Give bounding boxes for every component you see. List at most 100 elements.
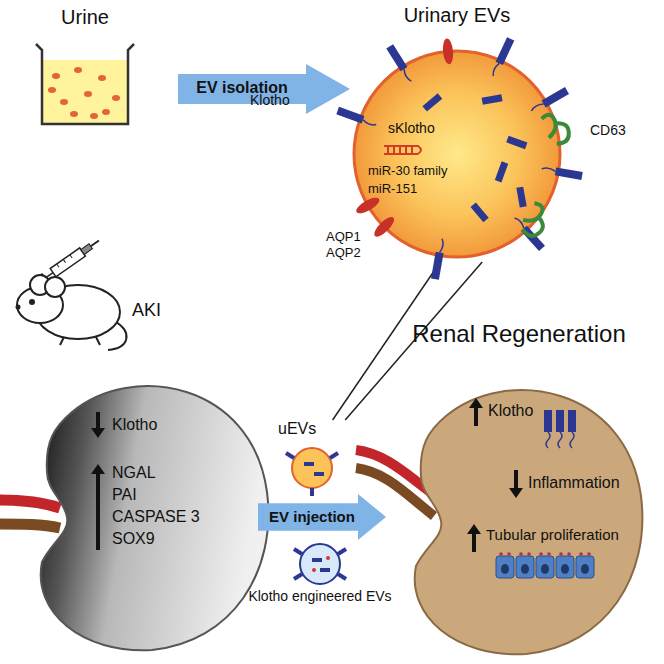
text-label: Urine — [61, 6, 109, 29]
ellipse-shape — [48, 87, 56, 93]
line-shape — [70, 255, 72, 258]
circle-shape — [567, 552, 571, 556]
rect-shape — [422, 93, 442, 111]
ellipse-shape — [442, 38, 454, 65]
line-shape — [544, 91, 567, 105]
text-label: miR-30 family — [368, 164, 447, 179]
circle-shape — [300, 544, 340, 584]
rect-shape — [516, 187, 526, 208]
rect-shape — [506, 136, 527, 149]
line-shape — [310, 488, 314, 496]
circle-shape — [587, 552, 591, 556]
polygon-shape — [258, 494, 386, 540]
polygon-shape — [91, 464, 105, 474]
line-shape — [286, 453, 294, 458]
line-shape — [294, 549, 302, 554]
ellipse-shape — [74, 67, 82, 73]
path-shape — [515, 218, 524, 228]
rect-shape — [471, 202, 489, 222]
ellipse-shape — [60, 99, 68, 105]
ellipse-shape — [84, 91, 92, 97]
path-shape — [36, 44, 134, 124]
line-shape — [294, 574, 302, 579]
circle-shape — [16, 305, 21, 310]
rect-shape — [576, 556, 594, 578]
line-shape — [96, 412, 100, 430]
kidney-shape: Renal RegenerationKlothoInflammationTubu… — [378, 318, 660, 660]
circle-shape — [539, 552, 543, 556]
rect-shape — [495, 161, 508, 182]
path-shape — [0, 524, 60, 528]
path-shape — [41, 386, 269, 650]
part-label: AKI — [132, 300, 161, 321]
path-shape — [440, 239, 443, 253]
text-label: uEVs — [278, 420, 316, 438]
rect-shape — [516, 556, 534, 578]
line-shape — [514, 470, 518, 490]
circle-shape — [547, 552, 551, 556]
line-shape — [57, 264, 59, 267]
part-label: CD63 — [590, 122, 626, 138]
urine-beaker: Urine — [30, 6, 140, 130]
ellipse-shape — [90, 113, 98, 119]
rect-shape — [50, 248, 85, 277]
text-label: Klotho — [112, 416, 157, 434]
path-shape — [558, 432, 562, 448]
polygon-shape — [467, 524, 481, 534]
path-shape — [542, 168, 556, 171]
path-shape — [516, 202, 553, 240]
text-label: Urinary EVs — [404, 4, 511, 27]
line-shape — [63, 259, 65, 262]
circle-shape — [499, 552, 503, 556]
rect-shape — [568, 410, 576, 432]
part-label: AQP1 — [326, 230, 361, 245]
text-label: SOX9 — [112, 530, 155, 548]
circle-shape — [29, 299, 35, 305]
line-shape — [96, 472, 100, 550]
text-label: Inflammation — [528, 474, 620, 492]
line-shape — [555, 171, 582, 176]
ellipse-shape — [52, 73, 60, 79]
rect-shape — [320, 568, 330, 572]
rect-shape — [304, 462, 314, 466]
rect-shape — [556, 556, 574, 578]
part-label: AQP2 — [326, 246, 361, 261]
circle-shape — [519, 552, 523, 556]
circle-shape — [507, 552, 511, 556]
rect-shape — [544, 410, 552, 432]
polygon-shape — [469, 398, 483, 408]
vesicle-circle: Urinary EVssKlothomiR-30 familymiR-151 — [352, 4, 562, 262]
rect-shape — [496, 556, 514, 578]
path-shape — [60, 337, 100, 345]
circle-shape — [579, 552, 583, 556]
rect-shape — [556, 410, 564, 432]
circle-shape — [354, 51, 560, 257]
rect-shape — [482, 94, 503, 104]
ellipse-shape — [98, 75, 106, 81]
text-label: Klotho engineered EVs — [248, 588, 391, 604]
path-shape — [0, 500, 60, 508]
line-shape — [338, 111, 363, 120]
circle-shape — [559, 552, 563, 556]
line-shape — [338, 549, 346, 554]
process-arrow: EV injection — [258, 494, 386, 540]
path-shape — [541, 111, 571, 147]
vesicle-circle: uEVs — [278, 420, 348, 492]
path-shape — [493, 63, 499, 76]
circle-shape — [45, 277, 65, 297]
text-label: miR-151 — [368, 182, 417, 197]
path-shape — [570, 432, 574, 448]
part-label: Klotho — [250, 92, 290, 108]
circle-shape — [527, 552, 531, 556]
polygon-shape — [91, 428, 105, 438]
line-shape — [91, 241, 99, 247]
circle-shape — [292, 448, 332, 488]
circle-shape — [326, 556, 330, 560]
line-shape — [472, 532, 476, 552]
circle-shape — [312, 568, 316, 572]
ellipse-shape — [581, 564, 589, 574]
polygon-shape — [178, 64, 350, 114]
ellipse-shape — [70, 111, 78, 117]
line-shape — [338, 574, 346, 579]
